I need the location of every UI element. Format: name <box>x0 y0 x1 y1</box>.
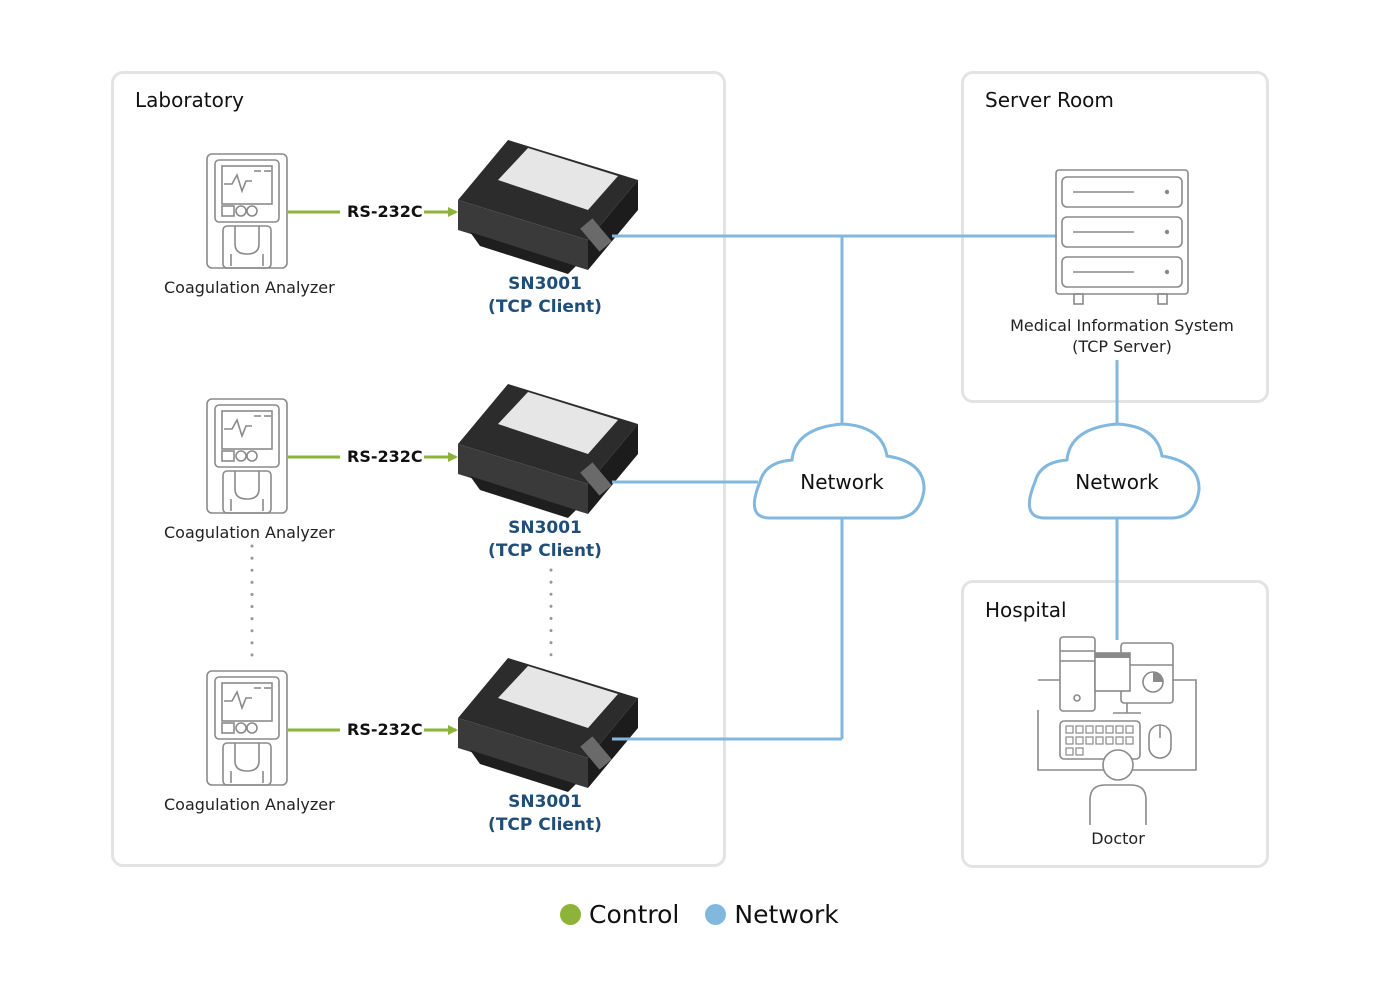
workstation-icon <box>1037 636 1197 825</box>
device-name: SN3001 <box>508 274 582 294</box>
server-room-title: Server Room <box>985 88 1114 112</box>
rs232c-label: RS-232C <box>347 447 423 466</box>
doctor-label: Doctor <box>1091 829 1145 848</box>
rs232c-label: RS-232C <box>347 202 423 221</box>
analyzer-icon <box>206 670 288 786</box>
network-lines <box>612 234 1119 741</box>
control-dot-icon <box>560 904 581 925</box>
legend-item-control: Control <box>560 900 679 929</box>
legend-label: Control <box>589 900 680 929</box>
laboratory-title: Laboratory <box>135 88 244 112</box>
sn3001-device-icon <box>458 384 638 518</box>
cloud-label: Network <box>800 470 884 494</box>
device-label: SN3001 (TCP Client) <box>485 273 605 319</box>
hospital-zone <box>961 580 1269 868</box>
rs232c-label: RS-232C <box>347 720 423 739</box>
analyzer-label: Coagulation Analyzer <box>164 795 335 814</box>
system-role-label: (TCP Server) <box>1072 337 1172 356</box>
sn3001-device-icon <box>458 658 638 792</box>
device-label: SN3001 (TCP Client) <box>485 791 605 837</box>
cloud-label: Network <box>1075 470 1159 494</box>
device-name: SN3001 <box>508 518 582 538</box>
device-role: (TCP Client) <box>488 297 602 317</box>
network-dot-icon <box>705 904 727 925</box>
analyzer-icon <box>206 398 288 514</box>
device-role: (TCP Client) <box>488 815 602 835</box>
legend-label: Network <box>734 900 839 929</box>
cloud-icon <box>1027 422 1201 520</box>
analyzer-label: Coagulation Analyzer <box>164 523 335 542</box>
analyzer-label: Coagulation Analyzer <box>164 278 335 297</box>
legend: Control Network <box>560 900 865 929</box>
device-role: (TCP Client) <box>488 541 602 561</box>
server-icon <box>1055 169 1189 305</box>
system-label: Medical Information System <box>1010 316 1234 335</box>
device-name: SN3001 <box>508 792 582 812</box>
analyzer-icon <box>206 153 288 269</box>
device-label: SN3001 (TCP Client) <box>485 517 605 563</box>
cloud-icon <box>752 422 926 520</box>
sn3001-device-icon <box>458 140 638 274</box>
legend-item-network: Network <box>705 900 839 929</box>
hospital-title: Hospital <box>985 598 1067 622</box>
